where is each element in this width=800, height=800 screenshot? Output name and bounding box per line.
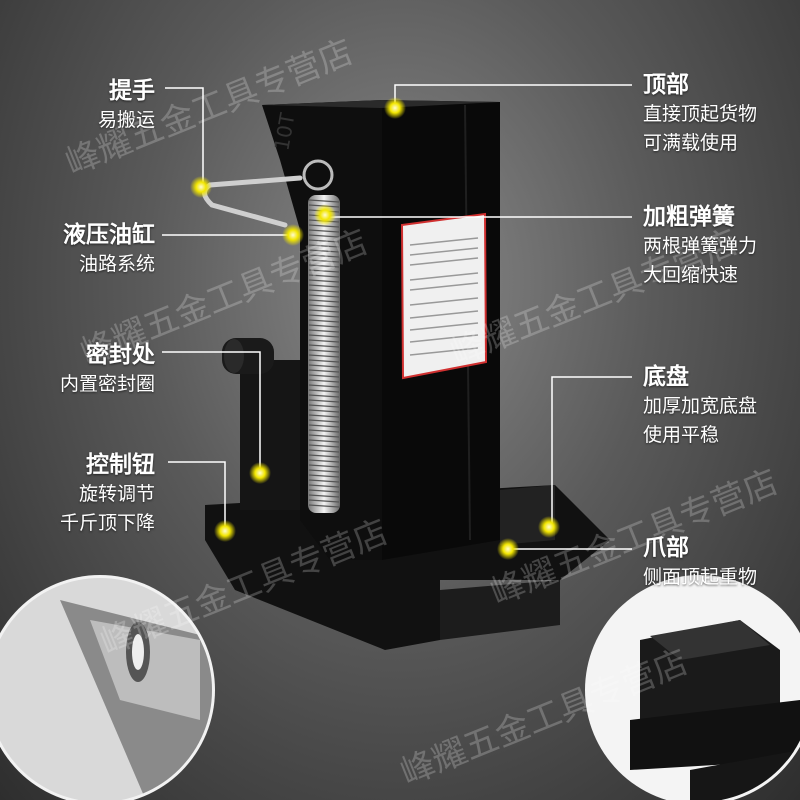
highlight-dots: [190, 97, 560, 560]
spring-coil: [308, 499, 340, 503]
handle: [202, 175, 303, 228]
label-desc: 两根弹簧弹力: [643, 235, 758, 257]
spring-coil: [308, 274, 340, 278]
spring-coil: [308, 399, 340, 403]
spring-coil: [308, 284, 340, 288]
spring-coil: [308, 444, 340, 448]
label-seal: 密封处 内置密封圈: [60, 340, 155, 399]
spring-coil: [308, 199, 340, 203]
spring-coil: [308, 224, 340, 228]
spring-coil: [308, 374, 340, 378]
spring-coil: [308, 254, 340, 258]
spring-coil: [308, 474, 340, 478]
label-title: 密封处: [86, 342, 155, 368]
label-desc: 直接顶起货物: [643, 103, 758, 125]
label-claw: 爪部 侧面顶起重物: [643, 533, 757, 592]
spring-coil: [308, 454, 340, 458]
label-desc: 大回缩快速: [643, 264, 739, 286]
hydraulic-cylinder: [222, 338, 300, 510]
spring-coil: [308, 359, 340, 363]
spring-coil: [308, 449, 340, 453]
label-title: 控制钮: [86, 452, 155, 478]
spring-coil: [308, 479, 340, 483]
spring-coil: [308, 394, 340, 398]
spring-coil: [308, 344, 340, 348]
spring-coil: [308, 329, 340, 333]
spring-coil: [308, 279, 340, 283]
spring-coil: [308, 364, 340, 368]
spring-coil: [308, 384, 340, 388]
spring-coil: [308, 504, 340, 508]
label-spring: 加粗弹簧 两根弹簧弹力 大回缩快速: [643, 202, 757, 290]
spring-coil: [308, 264, 340, 268]
spring-coil: [308, 304, 340, 308]
label-desc: 旋转调节: [78, 483, 155, 505]
spring-coil: [308, 419, 340, 423]
spring-coil: [308, 379, 340, 383]
spring-coil: [308, 434, 340, 438]
spring-coil: [308, 459, 340, 463]
spring-coil: [308, 324, 340, 328]
spring-coil: [308, 259, 340, 263]
label-title: 底盘: [643, 364, 689, 390]
spring-coil: [308, 484, 340, 488]
spring-coil: [308, 269, 340, 273]
spring-coil: [308, 314, 340, 318]
spring-coil: [308, 429, 340, 433]
label-title: 加粗弹簧: [643, 204, 735, 230]
spring-coil: [308, 469, 340, 473]
spring-coil: [308, 489, 340, 493]
spring-coil: [308, 294, 340, 298]
label-title: 顶部: [643, 72, 689, 98]
spring-coil: [308, 414, 340, 418]
spring-coil: [308, 249, 340, 253]
label-desc: 千斤顶下降: [59, 512, 155, 534]
spring-coil: [308, 404, 340, 408]
label-desc: 加厚加宽底盘: [643, 395, 758, 417]
label-desc: 易搬运: [97, 109, 155, 131]
spring-coil: [308, 309, 340, 313]
label-title: 爪部: [643, 535, 689, 561]
inset-control-knob: [0, 575, 215, 800]
spring-coil: [308, 354, 340, 358]
label-desc: 侧面顶起重物: [643, 566, 758, 588]
inset-claw: [585, 575, 800, 800]
label-desc: 内置密封圈: [59, 373, 155, 395]
label-base: 底盘 加厚加宽底盘 使用平稳: [643, 362, 757, 450]
label-title: 提手: [109, 78, 155, 104]
spring-coil: [308, 339, 340, 343]
spring-coil: [308, 334, 340, 338]
label-desc: 油路系统: [78, 253, 155, 275]
spring-coil: [308, 424, 340, 428]
spring-coil: [308, 299, 340, 303]
label-control-knob: 控制钮 旋转调节 千斤顶下降: [60, 450, 155, 538]
label-title: 液压油缸: [63, 222, 155, 248]
warning-label: [400, 212, 488, 380]
spring-coil: [308, 494, 340, 498]
label-desc: 使用平稳: [643, 424, 720, 446]
spring-coil: [308, 289, 340, 293]
spring-coil: [308, 389, 340, 393]
spring-coil: [308, 244, 340, 248]
spring-ring: [302, 159, 334, 191]
label-hydraulic-cylinder: 液压油缸 油路系统: [63, 220, 155, 279]
label-desc: 可满载使用: [643, 132, 739, 154]
spring-coil: [308, 409, 340, 413]
spring-coil: [308, 234, 340, 238]
label-top: 顶部 直接顶起货物 可满载使用: [643, 70, 757, 158]
label-handle: 提手 易搬运: [98, 76, 155, 135]
spring-coil: [308, 229, 340, 233]
spring-coil: [308, 369, 340, 373]
spring-coil: [308, 319, 340, 323]
spring-coil: [308, 464, 340, 468]
spring-coil: [308, 239, 340, 243]
spring-coil: [308, 349, 340, 353]
spring-coil: [308, 439, 340, 443]
